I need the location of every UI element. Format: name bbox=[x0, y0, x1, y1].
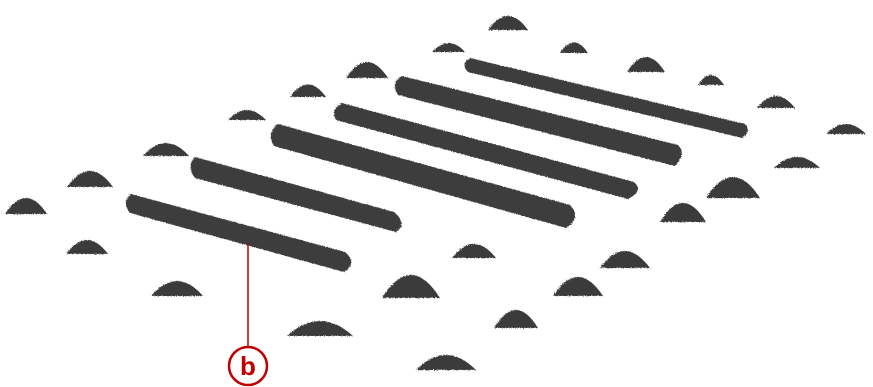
mound bbox=[826, 124, 866, 134]
mound bbox=[432, 43, 465, 52]
mound bbox=[452, 244, 496, 258]
callout-b: b bbox=[229, 244, 267, 385]
mound bbox=[143, 143, 189, 156]
mound bbox=[67, 171, 113, 187]
mound bbox=[66, 240, 108, 254]
mound bbox=[488, 16, 528, 30]
mound bbox=[494, 310, 538, 328]
mound bbox=[416, 355, 476, 370]
mound bbox=[346, 62, 388, 78]
mound bbox=[757, 96, 795, 108]
mound bbox=[660, 203, 706, 222]
mound bbox=[5, 198, 47, 214]
mound bbox=[151, 281, 203, 296]
mound bbox=[627, 57, 665, 72]
mound bbox=[698, 75, 724, 85]
mound bbox=[382, 275, 440, 298]
mound bbox=[600, 251, 650, 268]
raised-ridges bbox=[126, 58, 748, 272]
ridge-1 bbox=[464, 58, 747, 138]
mound bbox=[287, 321, 353, 336]
mound bbox=[560, 43, 588, 54]
callout-label: b bbox=[240, 351, 256, 381]
conical-mounds bbox=[5, 16, 866, 370]
ridge-2 bbox=[395, 76, 682, 166]
mound bbox=[553, 277, 603, 296]
mound bbox=[774, 157, 820, 168]
mound bbox=[228, 110, 266, 120]
mound bbox=[706, 177, 760, 198]
mound bbox=[290, 85, 326, 98]
